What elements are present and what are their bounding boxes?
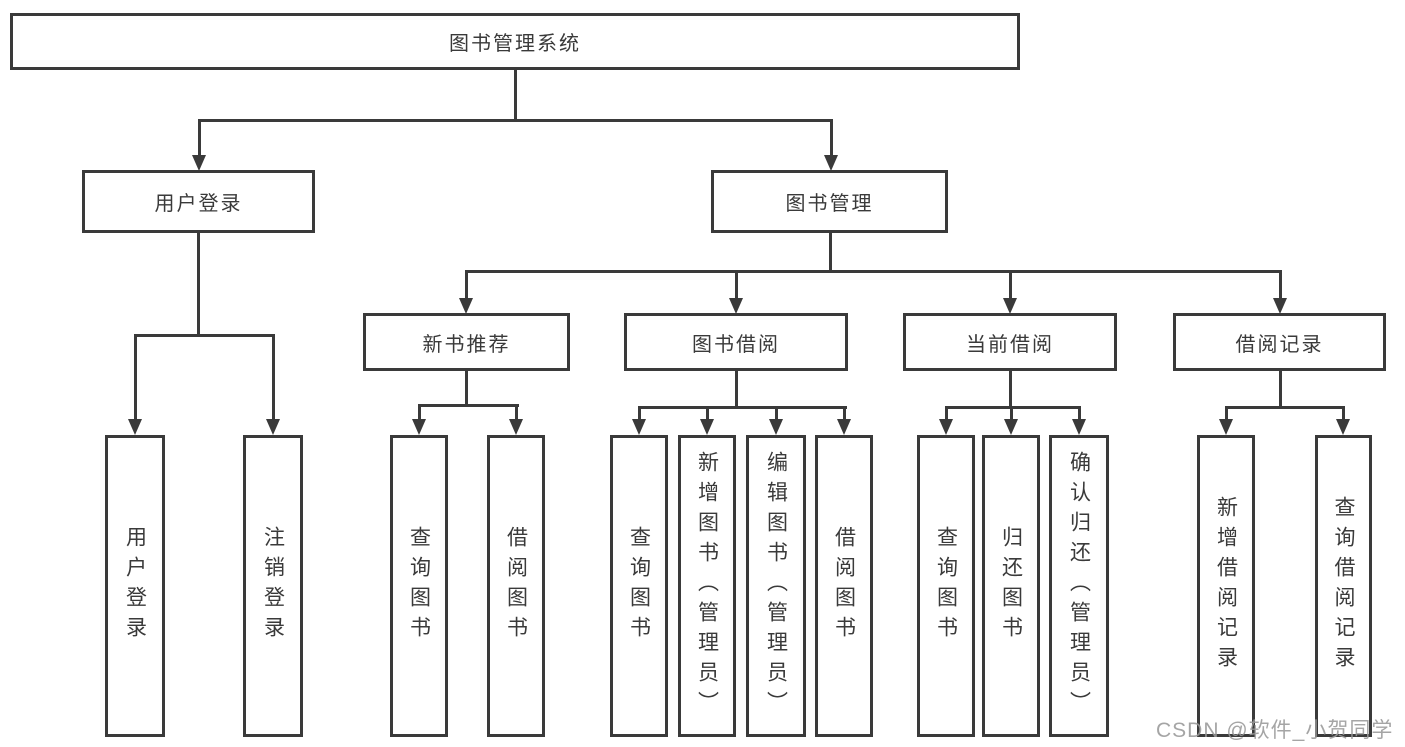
connector-line (464, 272, 468, 299)
connector-line (842, 408, 846, 420)
leaf-label: 查询借阅记录 (1332, 496, 1355, 676)
leaf-label: 用户登录 (123, 526, 147, 646)
connector-line (1009, 408, 1013, 420)
connector-line (271, 336, 275, 420)
leaf-logout: 注销登录 (243, 435, 303, 737)
connector-line (417, 404, 519, 407)
watermark: CSDN @软件_小贺同学 (1156, 719, 1394, 742)
connector-line (513, 70, 517, 120)
arrow-down-icon (1273, 298, 1287, 314)
connector-line (196, 233, 200, 336)
leaf-add-borrow-record: 新增借阅记录 (1197, 435, 1255, 737)
arrow-down-icon (1004, 419, 1018, 435)
leaf-label: 编辑图书（管理员） (764, 451, 788, 721)
leaf-query-borrow-record: 查询借阅记录 (1315, 435, 1372, 737)
arrow-down-icon (769, 419, 783, 435)
arrow-down-icon (632, 419, 646, 435)
connector-line (705, 408, 709, 420)
leaf-label: 注销登录 (261, 526, 285, 646)
node-current-borrowing: 当前借阅 (903, 313, 1117, 371)
leaf-label: 确认归还（管理员） (1067, 451, 1091, 721)
leaf-label: 归还图书 (999, 526, 1023, 646)
connector-line (197, 120, 201, 156)
arrow-down-icon (824, 155, 838, 171)
node-book-borrowing: 图书借阅 (624, 313, 848, 371)
leaf-return-books: 归还图书 (982, 435, 1040, 737)
connector-line (774, 408, 778, 420)
leaf-borrow-books-recommend: 借阅图书 (487, 435, 545, 737)
connector-line (133, 334, 275, 337)
arrow-down-icon (837, 419, 851, 435)
arrow-down-icon (128, 419, 142, 435)
connector-line (1008, 371, 1012, 408)
connector-line (637, 408, 641, 420)
leaf-query-books-recommend: 查询图书 (390, 435, 448, 737)
node-new-book-recommendation: 新书推荐 (363, 313, 570, 371)
leaf-query-books-current: 查询图书 (917, 435, 975, 737)
leaf-borrow-books-borrowing: 借阅图书 (815, 435, 873, 737)
arrow-down-icon (192, 155, 206, 171)
connector-line (734, 371, 738, 408)
leaf-label: 查询图书 (627, 526, 651, 646)
arrow-down-icon (700, 419, 714, 435)
arrow-down-icon (939, 419, 953, 435)
arrow-down-icon (412, 419, 426, 435)
connector-line (637, 406, 847, 409)
connector-line (1224, 406, 1345, 409)
connector-line (1278, 272, 1282, 299)
connector-line (514, 406, 518, 420)
leaf-query-books-borrowing: 查询图书 (610, 435, 668, 737)
connector-line (417, 406, 421, 420)
connector-line (1224, 408, 1228, 420)
connector-line (734, 272, 738, 299)
arrow-down-icon (1003, 298, 1017, 314)
connector-line (464, 270, 1282, 273)
arrow-down-icon (509, 419, 523, 435)
node-book-management: 图书管理 (711, 170, 948, 233)
leaf-confirm-return-admin: 确认归还（管理员） (1049, 435, 1109, 737)
arrow-down-icon (1072, 419, 1086, 435)
connector-line (944, 408, 948, 420)
leaf-label: 借阅图书 (504, 526, 528, 646)
connector-line (133, 336, 137, 420)
connector-line (1278, 371, 1282, 408)
connector-line (1341, 408, 1345, 420)
node-user-login: 用户登录 (82, 170, 315, 233)
connector-line (1077, 408, 1081, 420)
leaf-label: 查询图书 (407, 526, 431, 646)
leaf-label: 新增借阅记录 (1214, 496, 1238, 676)
connector-line (944, 406, 1081, 409)
arrow-down-icon (1219, 419, 1233, 435)
leaf-add-book-admin: 新增图书（管理员） (678, 435, 736, 737)
arrow-down-icon (1336, 419, 1350, 435)
node-root: 图书管理系统 (10, 13, 1020, 70)
connector-line (828, 233, 832, 272)
leaf-label: 查询图书 (934, 526, 958, 646)
leaf-user-login: 用户登录 (105, 435, 165, 737)
arrow-down-icon (729, 298, 743, 314)
leaf-label: 新增图书（管理员） (695, 451, 719, 721)
connector-line (829, 120, 833, 156)
connector-line (197, 119, 833, 122)
node-borrowing-records: 借阅记录 (1173, 313, 1386, 371)
connector-line (464, 371, 468, 406)
arrow-down-icon (266, 419, 280, 435)
leaf-edit-book-admin: 编辑图书（管理员） (746, 435, 806, 737)
arrow-down-icon (459, 298, 473, 314)
leaf-label: 借阅图书 (832, 526, 856, 646)
connector-line (1008, 272, 1012, 299)
